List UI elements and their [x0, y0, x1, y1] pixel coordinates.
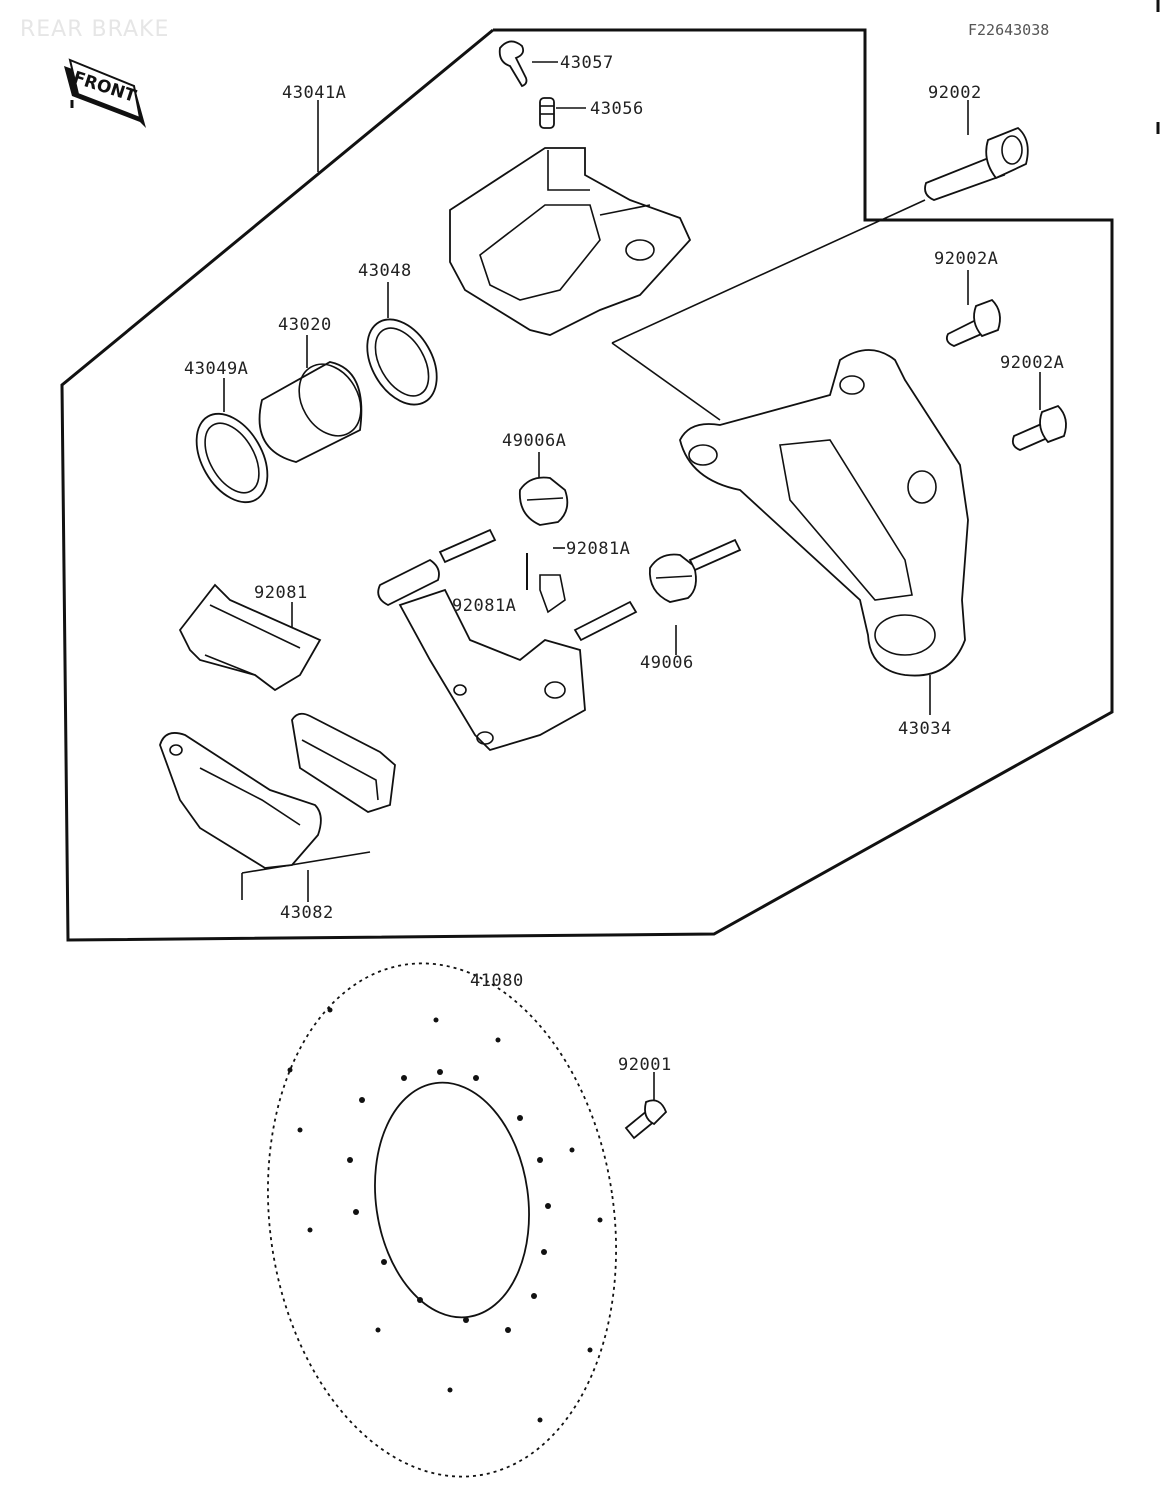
callout-92081A-lower: 92081A [452, 596, 516, 616]
callout-43041A: 43041A [282, 83, 346, 103]
caliper-holder-part [398, 588, 586, 752]
callout-41080: 41080 [470, 971, 524, 991]
callout-92002: 92002 [928, 83, 982, 103]
disc-bolt-part [624, 1099, 668, 1140]
slide-pin-part [377, 528, 742, 642]
front-arrow-icon: FRONT [64, 58, 146, 128]
bleed-valve-part [539, 97, 555, 129]
caliper-body-part [449, 147, 692, 336]
callout-92002A-upper: 92002A [934, 249, 998, 269]
callout-43056: 43056 [590, 99, 644, 119]
callout-92002A-lower: 92002A [1000, 353, 1064, 373]
callout-43057: 43057 [560, 53, 614, 73]
dust-seal-part [195, 412, 269, 504]
callout-43020: 43020 [278, 315, 332, 335]
callout-92081A-upper: 92081A [566, 539, 630, 559]
callout-43049A: 43049A [184, 359, 248, 379]
brake-pad-part [291, 712, 396, 813]
boot-49006-part [648, 553, 697, 603]
callout-92001: 92001 [618, 1055, 672, 1075]
pad-spring-92081-part [178, 583, 322, 692]
callout-43034: 43034 [898, 719, 952, 739]
disc-vent-holes [287, 1007, 603, 1423]
callout-49006: 49006 [640, 653, 694, 673]
bolt-92002A-part [1011, 404, 1067, 451]
callout-labels: 43041A 43057 43056 92002 43048 43020 430… [184, 53, 1064, 1075]
bolt-92002-part [924, 126, 1029, 201]
caliper-bracket-part [679, 349, 969, 677]
caliper-assembly-outline [60, 28, 1114, 942]
piston-part [258, 361, 363, 463]
callout-43048: 43048 [358, 261, 412, 281]
brake-disc-part [267, 962, 617, 1478]
bolt-92002A-part [945, 298, 1001, 347]
diagram-code: F22643038 [968, 21, 1049, 39]
callout-92081: 92081 [254, 583, 308, 603]
brake-pad-part [159, 732, 322, 869]
callout-43082: 43082 [280, 903, 334, 923]
callout-49006A: 49006A [502, 431, 566, 451]
diagram-title: REAR BRAKE [20, 17, 169, 42]
pad-spring-92081A-part [526, 553, 566, 614]
boot-49006A-part [518, 476, 569, 526]
bleed-cap-part [498, 40, 528, 88]
piston-seal-part [366, 318, 438, 406]
